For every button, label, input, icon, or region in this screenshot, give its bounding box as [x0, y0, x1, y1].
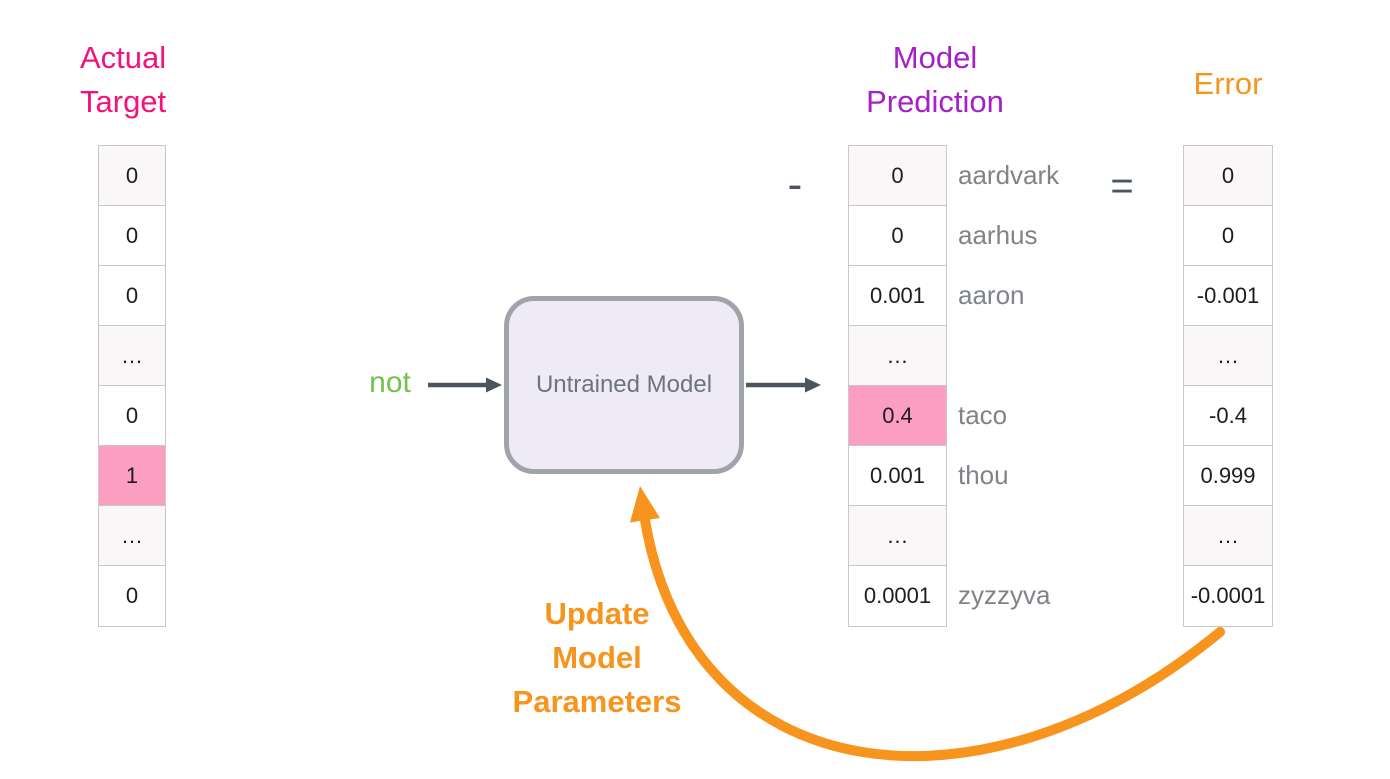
actual-target-title: Actual Target: [80, 36, 166, 124]
vocab-word: aaron: [958, 279, 1025, 310]
model-prediction-title: Model Prediction: [835, 36, 1035, 124]
vocab-word-empty: [958, 505, 1108, 565]
vector-cell: 0: [849, 206, 946, 266]
error-title-line1: Error: [1193, 66, 1263, 101]
untrained-model-label: Untrained Model: [535, 371, 713, 398]
vector-cell-highlighted: 0.4: [849, 386, 946, 446]
model-prediction-title-line2: Prediction: [866, 84, 1004, 119]
vocabulary-labels: aardvark aarhus aaron taco thou zyzzyva: [958, 145, 1108, 625]
update-parameters-line3: Parameters: [512, 684, 682, 719]
vector-cell: -0.0001: [1184, 566, 1272, 626]
vector-cell: -0.4: [1184, 386, 1272, 446]
vocab-word: aarhus: [958, 219, 1038, 250]
vector-cell: 0: [1184, 206, 1272, 266]
vector-cell: …: [1184, 506, 1272, 566]
vector-cell-highlighted: 1: [99, 446, 165, 506]
input-word: not: [369, 366, 411, 399]
vocab-word: thou: [958, 459, 1009, 490]
vector-cell: 0: [99, 566, 165, 626]
minus-operator: -: [787, 160, 803, 209]
vector-cell: 0: [99, 206, 165, 266]
output-arrow: [746, 377, 821, 393]
update-parameters-line1: Update: [544, 596, 650, 631]
vector-cell: 0.0001: [849, 566, 946, 626]
vector-cell: 0: [1184, 146, 1272, 206]
vocab-word-empty: [958, 325, 1108, 385]
vocab-word: aardvark: [958, 159, 1060, 190]
vocab-word: taco: [958, 399, 1008, 430]
vector-cell: …: [99, 326, 165, 386]
vector-cell: 0.999: [1184, 446, 1272, 506]
vector-cell: …: [849, 506, 946, 566]
vector-cell: -0.001: [1184, 266, 1272, 326]
vector-cell: 0: [99, 266, 165, 326]
update-parameters-line2: Model: [552, 640, 642, 675]
equals-operator: =: [1110, 164, 1134, 208]
input-arrow: [428, 377, 502, 393]
update-parameters-label: Update Model Parameters: [478, 592, 716, 724]
vector-cell: 0: [849, 146, 946, 206]
vector-cell: 0.001: [849, 446, 946, 506]
actual-target-title-line2: Target: [80, 84, 167, 119]
untrained-model-box: Untrained Model: [504, 296, 744, 474]
vector-cell: 0: [99, 146, 165, 206]
vector-cell: …: [849, 326, 946, 386]
model-prediction-title-line1: Model: [892, 40, 978, 75]
vector-cell: 0.001: [849, 266, 946, 326]
vocab-word: zyzzyva: [958, 579, 1051, 610]
actual-target-title-line1: Actual: [80, 40, 167, 75]
vector-cell: …: [99, 506, 165, 566]
error-title: Error: [1178, 62, 1278, 106]
vector-cell: 0: [99, 386, 165, 446]
vector-cell: …: [1184, 326, 1272, 386]
